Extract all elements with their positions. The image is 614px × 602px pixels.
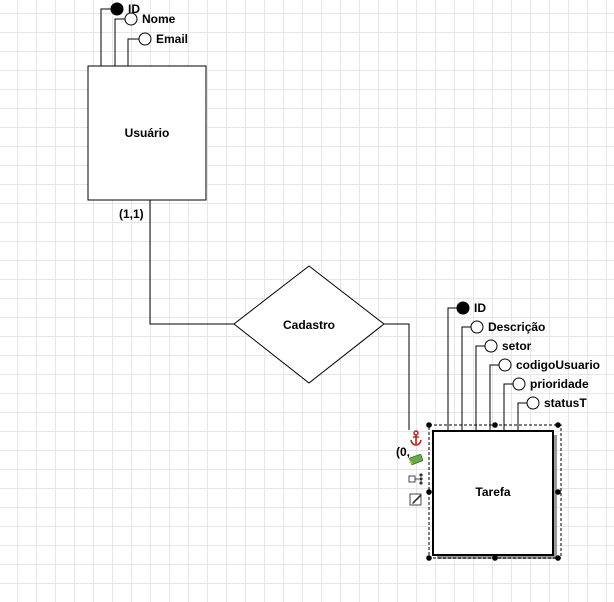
resize-handle-right[interactable] xyxy=(555,489,561,495)
attribute-tarefa-prioridade-label: prioridade xyxy=(530,377,589,391)
primary-key-icon xyxy=(456,301,470,315)
cardinality-tarefa: (0, xyxy=(396,445,410,459)
attribute-tarefa-setor[interactable]: setor xyxy=(484,339,532,353)
attribute-usuario-nome-label: Nome xyxy=(142,12,176,26)
attribute-usuario-nome[interactable]: Nome xyxy=(124,12,176,26)
relationship-cadastro-label: Cadastro xyxy=(283,318,335,332)
relationship-cadastro[interactable]: Cadastro xyxy=(233,265,385,384)
attribute-tarefa-codigousuario[interactable]: codigoUsuario xyxy=(498,358,600,372)
edit-pencil-icon[interactable] xyxy=(409,454,424,465)
attribute-circle-icon xyxy=(484,339,498,353)
entity-usuario[interactable]: Usuário xyxy=(87,65,207,201)
attribute-usuario-id-label: ID xyxy=(128,2,140,16)
attribute-tarefa-statust-label: statusT xyxy=(544,396,587,410)
resize-handle-bottom-right[interactable] xyxy=(555,555,561,561)
resize-handle-bottom[interactable] xyxy=(492,555,498,561)
relationship-lines xyxy=(149,200,410,430)
resize-handle-top-right[interactable] xyxy=(555,422,561,428)
attribute-tarefa-descricao[interactable]: Descrição xyxy=(470,320,545,334)
resize-handle-top-left[interactable] xyxy=(426,422,432,428)
resize-handle-left[interactable] xyxy=(426,489,432,495)
attribute-tarefa-descricao-label: Descrição xyxy=(488,320,545,334)
entity-usuario-label: Usuário xyxy=(125,126,170,140)
connector-icon[interactable] xyxy=(408,473,423,485)
attribute-circle-icon xyxy=(526,396,540,410)
attribute-circle-icon xyxy=(512,377,526,391)
attribute-circle-icon xyxy=(138,32,152,46)
entity-usuario-box[interactable] xyxy=(87,65,207,201)
attribute-tarefa-codigousuario-label: codigoUsuario xyxy=(516,358,600,372)
attribute-circle-icon xyxy=(498,358,512,372)
attribute-tarefa-id-label: ID xyxy=(474,301,486,315)
attribute-usuario-email-label: Email xyxy=(156,32,188,46)
attribute-tarefa-setor-label: setor xyxy=(502,339,532,353)
attribute-usuario-id[interactable]: ID xyxy=(110,2,140,16)
anchor-icon[interactable] xyxy=(410,430,422,446)
attribute-usuario-email[interactable]: Email xyxy=(138,32,188,46)
resize-handle-bottom-left[interactable] xyxy=(426,555,432,561)
entity-tarefa-label: Tarefa xyxy=(475,485,510,499)
attribute-tarefa-prioridade[interactable]: prioridade xyxy=(512,377,589,391)
entity-tarefa[interactable]: Tarefa xyxy=(432,430,557,559)
relationship-diamond[interactable] xyxy=(233,265,385,384)
selection-frame[interactable] xyxy=(426,422,562,561)
attribute-circle-icon xyxy=(124,12,138,26)
note-edit-icon[interactable] xyxy=(409,493,422,506)
cardinality-usuario: (1,1) xyxy=(119,207,144,221)
attribute-tarefa-statust[interactable]: statusT xyxy=(526,396,587,410)
resize-handle-top[interactable] xyxy=(492,422,498,428)
attribute-tarefa-id[interactable]: ID xyxy=(456,301,486,315)
entity-tarefa-box[interactable] xyxy=(432,430,554,556)
primary-key-icon xyxy=(110,2,124,16)
attribute-circle-icon xyxy=(470,320,484,334)
